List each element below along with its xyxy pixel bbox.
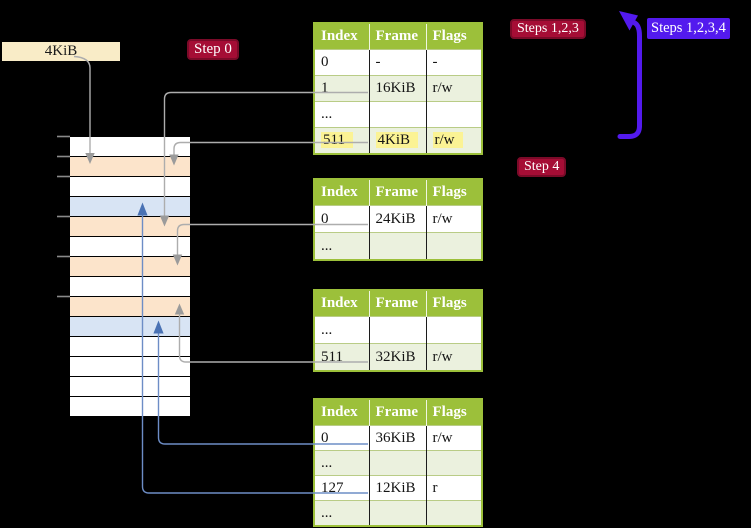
cell-index: ...: [314, 316, 370, 344]
cell-flags: r/w: [426, 127, 482, 154]
cell-index: 0: [314, 49, 370, 76]
header-flags: Flags: [426, 399, 482, 426]
steps123-badge: Steps 1,2,3: [510, 19, 586, 39]
cell-frame: [369, 450, 427, 476]
cell-frame: [369, 316, 427, 344]
cell-frame: 36KiB: [369, 425, 427, 451]
highlight: r/w: [432, 132, 463, 148]
cell-index: 0: [314, 205, 370, 233]
cell-frame: 32KiB: [369, 343, 427, 371]
memory-row-white: [70, 237, 190, 257]
table-row: ...: [314, 500, 482, 526]
memory-row-white: [70, 137, 190, 157]
memory-tick-marks: [57, 135, 70, 298]
header-frame: Frame: [369, 179, 427, 206]
memory-row-blue: [70, 317, 190, 337]
cell-index: 127: [314, 475, 370, 501]
table-header-row: Index Frame Flags: [314, 290, 482, 317]
step0-badge: Step 0: [187, 39, 239, 60]
highlight: 4KiB: [375, 132, 419, 148]
memory-row-peach: [70, 257, 190, 277]
cell-flags: [426, 316, 482, 344]
cell-index: ...: [314, 500, 370, 526]
header-index: Index: [314, 23, 370, 50]
cell-flags: r: [426, 475, 482, 501]
header-flags: Flags: [426, 290, 482, 317]
cell-frame: -: [369, 49, 427, 76]
step4-badge: Step 4: [517, 157, 567, 177]
cell-index: 1: [314, 75, 370, 102]
cell-index: ...: [314, 101, 370, 128]
memory-row-peach: [70, 157, 190, 177]
page-table-level2: Index Frame Flags ... 511 32KiB r/w: [313, 289, 483, 372]
arrow-shaft: [617, 20, 642, 139]
cell-frame: 16KiB: [369, 75, 427, 102]
table-header-row: Index Frame Flags: [314, 179, 482, 206]
memory-row-peach: [70, 297, 190, 317]
table-row: 127 12KiB r: [314, 475, 482, 501]
cell-flags: [426, 500, 482, 526]
page-table-level1: Index Frame Flags 0 36KiB r/w ... 127 12…: [313, 398, 483, 527]
cell-index: 511: [314, 127, 370, 154]
cell-flags: r/w: [426, 205, 482, 233]
cell-index: ...: [314, 232, 370, 260]
table-row: ...: [314, 232, 482, 260]
cell-flags: [426, 101, 482, 128]
memory-row-white: [70, 277, 190, 297]
table-row: ...: [314, 316, 482, 344]
cell-flags: r/w: [426, 75, 482, 102]
cell-index: ...: [314, 450, 370, 476]
arrow-up-left-icon: [619, 11, 638, 31]
memory-row-white: [70, 397, 190, 417]
table-header-row: Index Frame Flags: [314, 399, 482, 426]
table-row-highlighted: 511 4KiB r/w: [314, 127, 482, 154]
cell-flags: -: [426, 49, 482, 76]
table-row: 511 32KiB r/w: [314, 343, 482, 371]
memory-row-white: [70, 337, 190, 357]
memory-row-white: [70, 357, 190, 377]
header-index: Index: [314, 290, 370, 317]
header-index: Index: [314, 179, 370, 206]
header-index: Index: [314, 399, 370, 426]
header-frame: Frame: [369, 23, 427, 50]
memory-row-white: [70, 177, 190, 197]
memory-row-white: [70, 377, 190, 397]
cell-index: 0: [314, 425, 370, 451]
memory-row-blue: [70, 197, 190, 217]
table-header-row: Index Frame Flags: [314, 23, 482, 50]
steps-loop-arrow: [617, 11, 642, 139]
cell-frame: [369, 232, 427, 260]
cell-frame: 12KiB: [369, 475, 427, 501]
table-row: ...: [314, 101, 482, 128]
page-table-level4: Index Frame Flags 0 - - 1 16KiB r/w ... …: [313, 22, 483, 155]
cell-flags: [426, 450, 482, 476]
table-row: 0 - -: [314, 49, 482, 76]
cell-frame: 24KiB: [369, 205, 427, 233]
highlight: 511: [321, 132, 353, 148]
table-row: 1 16KiB r/w: [314, 75, 482, 102]
cell-index: 511: [314, 343, 370, 371]
page-table-level3: Index Frame Flags 0 24KiB r/w ...: [313, 178, 483, 261]
cell-frame: [369, 500, 427, 526]
table-row: 0 36KiB r/w: [314, 425, 482, 451]
steps1234-badge: Steps 1,2,3,4: [647, 18, 730, 39]
cell-flags: r/w: [426, 425, 482, 451]
table-row: 0 24KiB r/w: [314, 205, 482, 233]
page-size-label: 4KiB: [2, 42, 120, 61]
cell-flags: r/w: [426, 343, 482, 371]
table-row: ...: [314, 450, 482, 476]
memory-row-peach: [70, 217, 190, 237]
header-flags: Flags: [426, 179, 482, 206]
header-frame: Frame: [369, 399, 427, 426]
memory-column: [70, 136, 190, 417]
cell-frame: 4KiB: [369, 127, 427, 154]
cell-flags: [426, 232, 482, 260]
header-frame: Frame: [369, 290, 427, 317]
header-flags: Flags: [426, 23, 482, 50]
cell-frame: [369, 101, 427, 128]
